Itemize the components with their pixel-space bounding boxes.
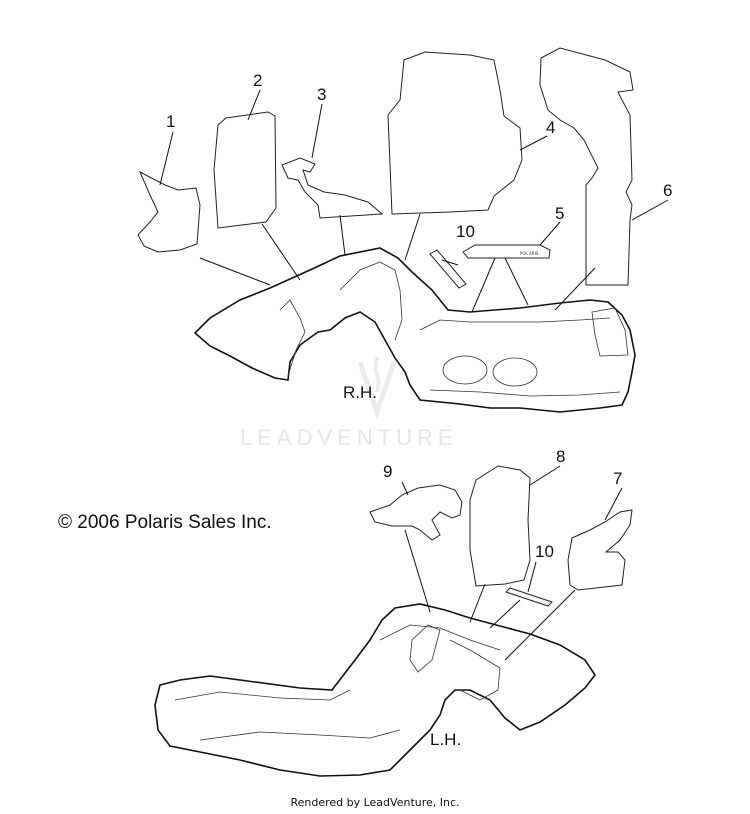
leader-10b [527, 561, 537, 593]
leader-9 [401, 481, 409, 496]
callout-1: 1 [166, 112, 175, 131]
lh-panel-detail-3 [379, 624, 501, 651]
rh-inner-fender [279, 299, 306, 377]
leader-3b [339, 214, 346, 256]
part-10-upper-shape [429, 249, 467, 289]
leader-3 [311, 103, 323, 159]
callout-2: 2 [253, 71, 262, 90]
lh-side-panel-body [154, 603, 596, 777]
callout-4: 4 [546, 118, 555, 137]
leader-1b [199, 257, 271, 286]
rh-panel-detail-1 [339, 261, 403, 341]
rh-speaker-cutout-1 [442, 355, 488, 385]
leader-8 [529, 465, 561, 486]
part-7-shape [567, 509, 633, 591]
part-6-shape [539, 47, 634, 286]
leader-2 [247, 89, 261, 121]
leadventure-watermark-text: LEADVENTURE [240, 425, 458, 450]
callout-5: 5 [555, 204, 564, 223]
leader-5 [539, 221, 561, 246]
leader-5c [471, 257, 496, 313]
callout-10-upper: 10 [456, 222, 475, 241]
callout-8: 8 [556, 447, 565, 466]
leader-10a [441, 259, 459, 266]
part-3-shape [281, 157, 384, 219]
part-5-shape [462, 244, 551, 259]
rh-lower-lip [429, 389, 621, 397]
callout-7: 7 [613, 469, 622, 488]
leader-4b [404, 213, 421, 261]
svg-text:POL ARIS: POL ARIS [520, 251, 539, 256]
lh-panel-detail-2 [199, 729, 401, 741]
leader-4 [519, 135, 548, 151]
leader-1 [159, 131, 174, 186]
part-9-shape [369, 484, 463, 541]
rh-panel-detail-2 [419, 317, 611, 331]
rh-side-panel-body [193, 247, 636, 413]
leadventure-watermark-logo [352, 352, 402, 427]
leader-6 [631, 199, 669, 221]
lh-panel-detail-1 [174, 689, 351, 701]
part-10-lower-shape [505, 587, 553, 607]
callout-9: 9 [383, 462, 392, 481]
part-8-shape [469, 465, 531, 587]
lh-label: L.H. [430, 730, 461, 749]
rh-rear-box [591, 307, 629, 357]
leader-10c [489, 599, 521, 629]
leader-7 [604, 487, 623, 521]
leader-6b [554, 267, 596, 311]
part-2-shape [213, 111, 277, 229]
leader-8b [469, 583, 486, 623]
callout-3: 3 [317, 85, 326, 104]
part-1-shape [137, 170, 201, 253]
leader-7b [504, 589, 576, 661]
callout-10-lower: 10 [535, 542, 554, 561]
leader-2b [261, 223, 301, 281]
lh-seat-mount [409, 624, 441, 673]
leader-9b [404, 529, 431, 613]
rh-speaker-cutout-2 [492, 357, 538, 387]
callout-6: 6 [663, 181, 672, 200]
rh-label: R.H. [343, 383, 377, 402]
leader-5b [504, 257, 529, 306]
copyright-notice: © 2006 Polaris Sales Inc. [58, 512, 272, 533]
part-4-shape [387, 51, 523, 215]
lh-inner-fender [449, 639, 501, 701]
rendered-by-footer: Rendered by LeadVenture, Inc. [290, 796, 460, 809]
